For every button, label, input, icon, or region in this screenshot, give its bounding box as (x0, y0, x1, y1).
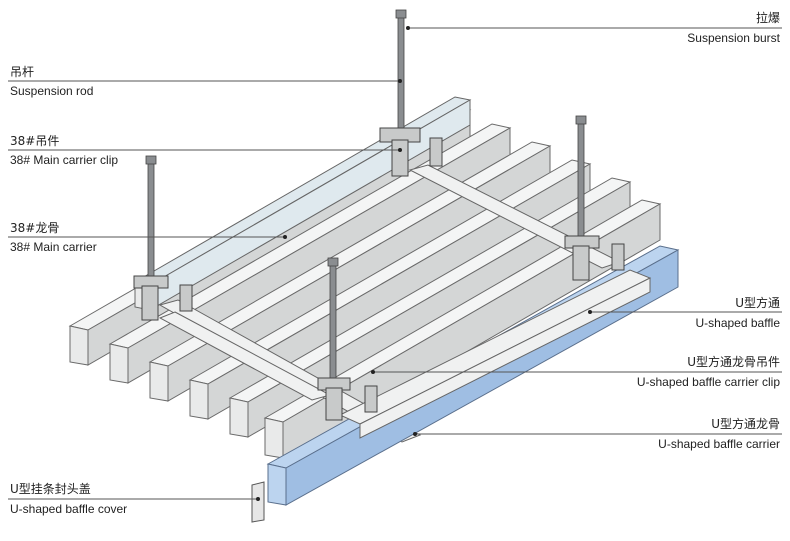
clip-icon (611, 243, 625, 271)
label-en: U-shaped baffle (695, 316, 780, 330)
label-en: Suspension rod (10, 84, 93, 98)
clip-icon (317, 377, 351, 421)
label-suspension-rod: 吊杆 Suspension rod (10, 65, 93, 98)
label-cn: 拉爆 (756, 10, 780, 25)
label-cn: 吊杆 (10, 65, 34, 79)
clip-icon (564, 235, 600, 281)
threaded-rod-icon (395, 9, 407, 131)
u-shaped-baffle-cover (251, 481, 265, 523)
threaded-rod-icon (145, 155, 157, 281)
clip-icon (379, 127, 421, 177)
label-cn: 38#龙骨 (10, 221, 59, 235)
label-en: U-shaped baffle carrier (658, 437, 780, 451)
label-main-carrier: 38#龙骨 38# Main carrier (10, 221, 97, 254)
clip-icon (179, 284, 193, 312)
label-u-shaped-baffle-carrier: U型方通龙骨 U-shaped baffle carrier (658, 416, 780, 451)
label-u-shaped-baffle-cover: U型挂条封头盖 U-shaped baffle cover (10, 482, 127, 516)
label-en: 38# Main carrier (10, 240, 97, 254)
label-cn: U型方通龙骨吊件 (687, 354, 780, 369)
clips (133, 127, 625, 421)
label-suspension-burst: 拉爆 Suspension burst (687, 10, 780, 45)
clip-icon (133, 275, 169, 321)
leader-lines (8, 26, 782, 501)
label-en: U-shaped baffle cover (10, 502, 127, 516)
label-u-shaped-baffle-carrier-clip: U型方通龙骨吊件 U-shaped baffle carrier clip (637, 354, 781, 389)
clip-icon (364, 385, 378, 413)
label-cn: U型方通龙骨 (711, 416, 780, 431)
label-cn: U型方通 (735, 295, 780, 310)
label-cn: U型挂条封头盖 (10, 482, 91, 496)
label-en: 38# Main carrier clip (10, 153, 118, 167)
label-main-carrier-clip: 38#吊件 38# Main carrier clip (10, 134, 118, 167)
label-en: U-shaped baffle carrier clip (637, 375, 781, 389)
clip-icon (429, 137, 443, 167)
u-shaped-baffle-carrier (338, 269, 652, 439)
label-en: Suspension burst (687, 31, 780, 45)
label-u-shaped-baffle: U型方通 U-shaped baffle (695, 295, 780, 330)
label-cn: 38#吊件 (10, 134, 59, 148)
